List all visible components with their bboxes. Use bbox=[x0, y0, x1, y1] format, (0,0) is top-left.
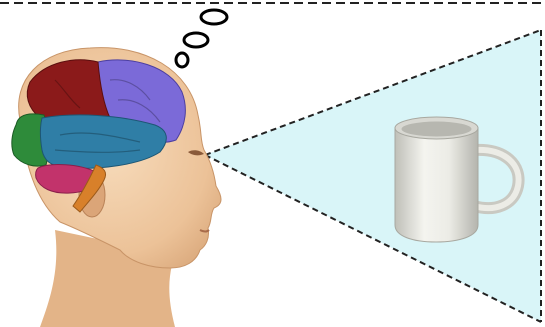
mug-body bbox=[395, 128, 478, 242]
head-brain-icon bbox=[12, 48, 221, 327]
thought-bubble-icon bbox=[176, 10, 227, 67]
mug-opening bbox=[402, 122, 472, 137]
view-cone bbox=[205, 30, 541, 322]
